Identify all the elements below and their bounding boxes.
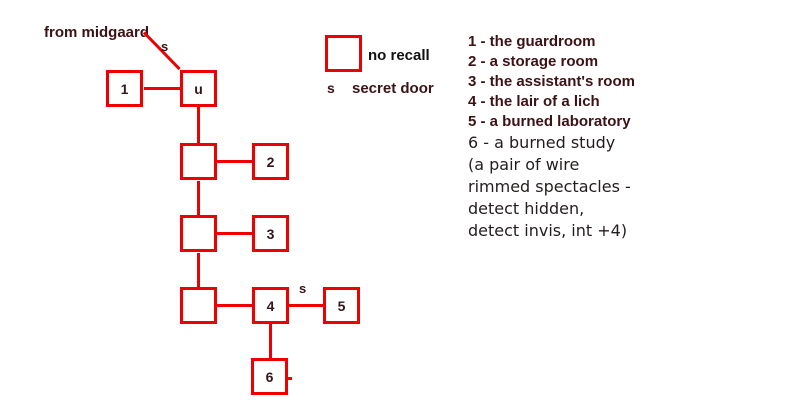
item-note-line: (a pair of wire: [468, 155, 580, 174]
room-1: 1: [106, 70, 143, 107]
legend-no-recall-box: [325, 35, 362, 72]
corridor-room-a: [180, 143, 217, 180]
entrance-label: from midgaard: [44, 24, 150, 41]
item-note-line: rimmed spectacles -: [468, 177, 631, 196]
room-1-label: 1: [120, 80, 129, 97]
room-3: 3: [252, 215, 289, 252]
legend-secret-symbol: s: [327, 80, 335, 96]
room-4-label: 4: [266, 297, 275, 314]
room-6-label: 6: [265, 368, 274, 385]
room-key-line: 2 - a storage room: [468, 53, 599, 70]
connector-4-5: [288, 304, 323, 307]
room-key-line: 4 - the lair of a lich: [468, 93, 600, 110]
room-key-list: 1 - the guardroom 2 - a storage room 3 -…: [468, 32, 698, 242]
connector-c-4: [217, 304, 252, 307]
room-key-line: 1 - the guardroom: [468, 33, 596, 50]
item-note-line: detect invis, int +4): [468, 221, 628, 240]
legend-no-recall-label: no recall: [368, 47, 430, 64]
room-2-label: 2: [266, 153, 275, 170]
connector-b-3: [217, 232, 252, 235]
room-5: 5: [323, 287, 360, 324]
connector-1-u: [144, 87, 180, 90]
room-key-line: 5 - a burned laboratory: [468, 113, 631, 130]
connector-4-6: [269, 324, 272, 358]
room-6: 6: [251, 358, 288, 395]
connector-a-b: [197, 181, 200, 215]
secret-door-mark-entrance: s: [161, 39, 169, 54]
connector-u-a: [197, 107, 200, 143]
secret-door-mark-4-5: s: [299, 281, 307, 296]
connector-b-c: [197, 253, 200, 287]
corridor-room-b: [180, 215, 217, 252]
room-3-label: 3: [266, 225, 275, 242]
room-5-label: 5: [337, 297, 346, 314]
room-u-label: u: [194, 80, 203, 97]
corridor-room-c: [180, 287, 217, 324]
connector-a-2: [217, 160, 252, 163]
room-2: 2: [252, 143, 289, 180]
room-u: u: [180, 70, 217, 107]
stray-tick-room-6: [288, 377, 292, 380]
item-note-line: detect hidden,: [468, 199, 585, 218]
room-4: 4: [252, 287, 289, 324]
room-key-line: 3 - the assistant's room: [468, 73, 635, 90]
legend-secret-label: secret door: [352, 80, 434, 97]
room-key-line: 6 - a burned study: [468, 133, 616, 152]
